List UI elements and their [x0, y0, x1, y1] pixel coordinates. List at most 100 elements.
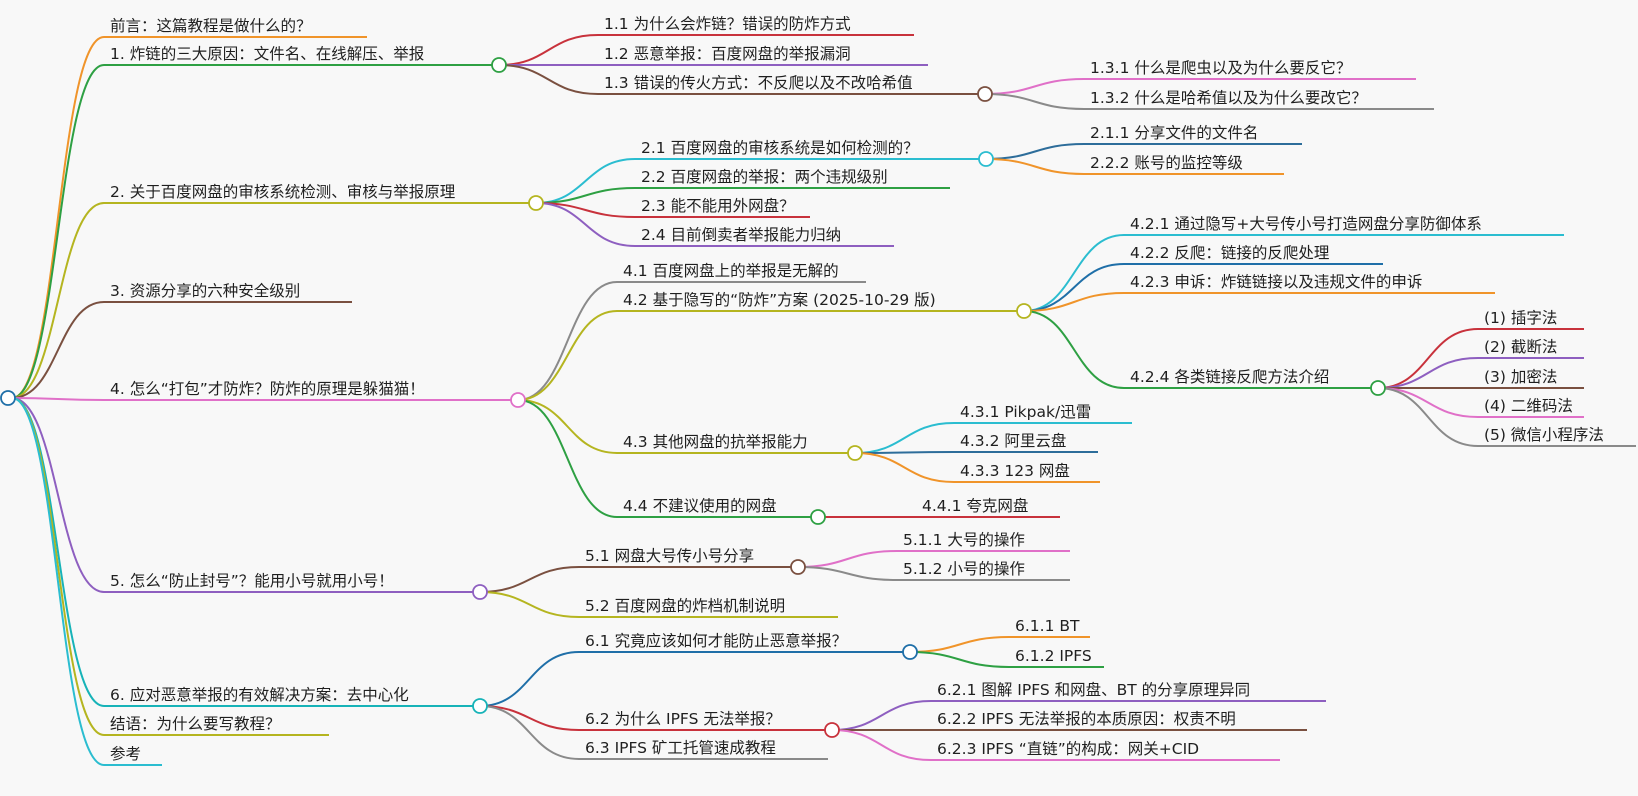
topic-n2-1[interactable]: 2.1 百度网盘的审核系统是如何检测的？: [641, 138, 919, 157]
connector-n6_2_1: [831, 700, 932, 731]
topic-n2-1-1[interactable]: 2.1.1 分享文件的文件名: [1090, 124, 1258, 142]
connector-n1_3_1: [984, 78, 1085, 95]
connector-n4_2_4_4: [1377, 387, 1479, 418]
topic-n4[interactable]: 4. 怎么“打包”才防炸？防炸的原理是躲猫猫！: [110, 380, 425, 398]
topic-n0[interactable]: 前言：这篇教程是做什么的？: [110, 17, 312, 35]
connector-n4_2_4: [1023, 310, 1125, 389]
connector-n1_3: [498, 64, 599, 95]
topic-n6-1-1[interactable]: 6.1.1 BT: [1015, 617, 1080, 635]
topic-n5-2[interactable]: 5.2 百度网盘的炸档机制说明: [585, 596, 785, 615]
topic-n4-4[interactable]: 4.4 不建议使用的网盘: [623, 496, 777, 515]
topic-n1-1[interactable]: 1.1 为什么会炸链？错误的防炸方式: [604, 15, 851, 33]
topic-n5-1-1[interactable]: 5.1.1 大号的操作: [903, 531, 1025, 549]
topic-n4-2-2[interactable]: 4.2.2 反爬：链接的反爬处理: [1130, 244, 1329, 262]
connector-n4_2_3: [1023, 292, 1125, 312]
connector-n6_3: [479, 705, 580, 760]
topic-n1[interactable]: 1. 炸链的三大原因：文件名、在线解压、举报: [110, 45, 424, 63]
connector-n6_2: [479, 705, 580, 731]
topic-n6-1[interactable]: 6.1 究竟应该如何才能防止恶意举报？: [585, 631, 847, 650]
topic-n4-2[interactable]: 4.2 基于隐写的“防炸”方案 (2025-10-29 版): [623, 291, 936, 309]
connector-n6_2_3: [831, 729, 932, 761]
topic-n6-3[interactable]: 6.3 IPFS 矿工托管速成教程: [585, 739, 776, 757]
topic-n4-3-2[interactable]: 4.3.2 阿里云盘: [960, 431, 1066, 450]
collapse-toggle-n4-4[interactable]: [810, 509, 826, 525]
topic-n4-3[interactable]: 4.3 其他网盘的抗举报能力: [623, 432, 808, 451]
collapse-toggle-n4-2-4[interactable]: [1370, 380, 1386, 396]
connector-n0: [11, 36, 105, 399]
topic-n4-3-1[interactable]: 4.3.1 Pikpak/迅雷: [960, 403, 1091, 421]
collapse-toggle-n4-3[interactable]: [847, 445, 863, 461]
topic-n2[interactable]: 2. 关于百度网盘的审核系统检测、审核与举报原理: [110, 182, 455, 201]
topic-n4-2-1[interactable]: 4.2.1 通过隐写+大号传小号打造网盘分享防御体系: [1130, 214, 1482, 233]
connector-n2_4: [535, 202, 636, 247]
topic-n4-2-4-2[interactable]: (2) 截断法: [1484, 338, 1557, 356]
connector-n6_1_2: [909, 651, 1010, 668]
topic-n1-3[interactable]: 1.3 错误的传火方式：不反爬以及不改哈希值: [604, 74, 913, 92]
topic-n8[interactable]: 参考: [110, 745, 141, 763]
connector-n6_1_1: [909, 636, 1010, 653]
topic-n6-1-2[interactable]: 6.1.2 IPFS: [1015, 647, 1092, 665]
topic-n4-1[interactable]: 4.1 百度网盘上的举报是无解的: [623, 261, 839, 280]
collapse-toggle-n6-2[interactable]: [824, 722, 840, 738]
connector-n4_2_1: [1023, 234, 1125, 312]
connector-n4_2_2: [1023, 263, 1125, 312]
collapse-toggle-n5[interactable]: [472, 584, 488, 600]
topic-n2-2[interactable]: 2.2 百度网盘的举报：两个违规级别: [641, 167, 888, 186]
connector-n7: [11, 397, 105, 736]
connector-n4_2_4_2: [1377, 357, 1479, 389]
collapse-toggle-n5-1[interactable]: [790, 559, 806, 575]
topic-n1-2[interactable]: 1.2 恶意举报：百度网盘的举报漏洞: [604, 44, 851, 63]
topic-n2-4[interactable]: 2.4 目前倒卖者举报能力归纳: [641, 226, 841, 244]
topic-n1-3-1[interactable]: 1.3.1 什么是爬虫以及为什么要反它？: [1090, 59, 1351, 77]
collapse-toggle-n2-1[interactable]: [978, 151, 994, 167]
root-node[interactable]: [0, 390, 16, 406]
connector-n4_3_3: [854, 452, 955, 483]
topic-n5[interactable]: 5. 怎么“防止封号”？能用小号就用小号！: [110, 572, 394, 590]
connector-n4_1: [517, 281, 618, 401]
topic-n4-2-4[interactable]: 4.2.4 各类链接反爬方法介绍: [1130, 368, 1329, 386]
collapse-toggle-n4[interactable]: [510, 392, 526, 408]
connector-n1_1: [498, 34, 599, 66]
collapse-toggle-n1[interactable]: [491, 57, 507, 73]
topic-n4-3-3[interactable]: 4.3.3 123 网盘: [960, 461, 1070, 480]
topic-n6[interactable]: 6. 应对恶意举报的有效解决方案：去中心化: [110, 685, 409, 704]
topic-n1-3-2[interactable]: 1.3.2 什么是哈希值以及为什么要改它？: [1090, 89, 1367, 107]
topic-n4-2-4-1[interactable]: (1) 插字法: [1484, 309, 1557, 327]
topic-n5-1-2[interactable]: 5.1.2 小号的操作: [903, 560, 1025, 578]
topic-n4-2-4-4[interactable]: (4) 二维码法: [1484, 397, 1573, 415]
topic-n3[interactable]: 3. 资源分享的六种安全级别: [110, 282, 300, 300]
connector-n5: [11, 397, 105, 593]
connector-n5_1: [479, 566, 580, 593]
topic-n4-2-4-3[interactable]: (3) 加密法: [1484, 368, 1557, 386]
collapse-toggle-n1-3[interactable]: [977, 86, 993, 102]
topic-n4-2-4-5[interactable]: (5) 微信小程序法: [1484, 426, 1604, 444]
topic-n6-2-3[interactable]: 6.2.3 IPFS “直链”的构成：网关+CID: [937, 740, 1199, 758]
connector-n5_1_2: [797, 566, 898, 581]
connector-n5_1_1: [797, 550, 898, 568]
topic-n5-1[interactable]: 5.1 网盘大号传小号分享: [585, 546, 754, 565]
topic-n6-2-1[interactable]: 6.2.1 图解 IPFS 和网盘、BT 的分享原理异同: [937, 680, 1250, 699]
connector-n1_3_2: [984, 93, 1085, 110]
topic-n2-3[interactable]: 2.3 能不能用外网盘？: [641, 196, 795, 215]
collapse-toggle-n2[interactable]: [528, 195, 544, 211]
connector-n4_2_4_1: [1377, 328, 1479, 389]
topic-n2-2-2[interactable]: 2.2.2 账号的监控等级: [1090, 154, 1243, 172]
topic-n6-2-2[interactable]: 6.2.2 IPFS 无法举报的本质原因：权责不明: [937, 710, 1236, 728]
connector-n4_3: [517, 399, 618, 454]
collapse-toggle-n4-2[interactable]: [1016, 303, 1032, 319]
connector-n4_4: [517, 399, 618, 518]
topic-n4-2-3[interactable]: 4.2.3 申诉：炸链链接以及违规文件的申诉: [1130, 273, 1422, 291]
collapse-toggle-n6[interactable]: [472, 698, 488, 714]
connector-n1: [11, 64, 105, 399]
collapse-toggle-n6-1[interactable]: [902, 644, 918, 660]
connector-n3: [11, 301, 105, 399]
connector-n2_1: [535, 158, 636, 204]
connector-n5_2: [479, 591, 580, 618]
topic-n4-4-1[interactable]: 4.4.1 夸克网盘: [922, 496, 1028, 515]
connector-n2: [11, 202, 105, 399]
connector-n4: [11, 397, 105, 401]
connector-n2_1_1: [985, 143, 1085, 160]
topic-n7[interactable]: 结语：为什么要写教程？: [110, 715, 281, 733]
connector-n6: [11, 397, 105, 707]
topic-n6-2[interactable]: 6.2 为什么 IPFS 无法举报？: [585, 710, 781, 728]
